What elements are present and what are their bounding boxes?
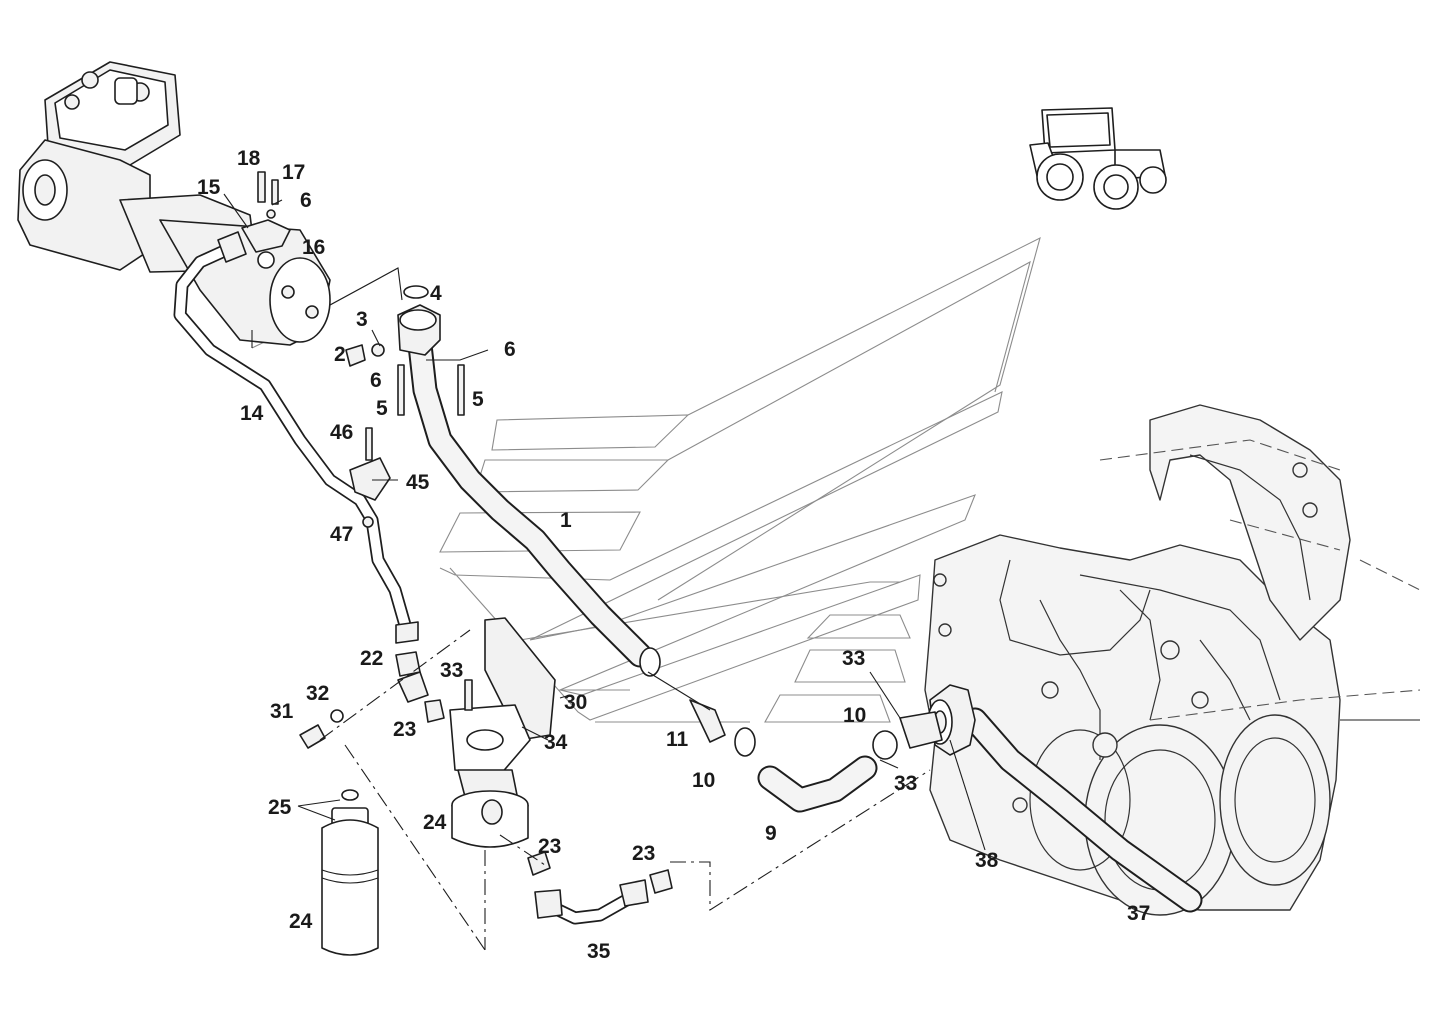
air-compressor-icon <box>17 61 331 346</box>
callout-33: 33 <box>440 659 463 682</box>
leader-lines <box>223 193 986 951</box>
callout-23: 23 <box>538 835 561 858</box>
callout-14: 14 <box>240 402 264 425</box>
pipe-1 <box>345 285 661 677</box>
callout-16: 16 <box>302 236 325 259</box>
callout-4: 4 <box>430 282 442 305</box>
callout-1: 1 <box>560 509 572 532</box>
callout-25: 25 <box>268 796 292 819</box>
callout-9: 9 <box>765 822 777 845</box>
callout-10: 10 <box>843 704 866 727</box>
callout-6: 6 <box>300 189 312 212</box>
callout-33: 33 <box>894 772 917 795</box>
callout-37: 37 <box>1127 902 1150 925</box>
tractor-icon <box>1029 107 1167 210</box>
callout-33: 33 <box>842 647 865 670</box>
callout-24: 24 <box>423 811 447 834</box>
callout-5: 5 <box>472 388 484 411</box>
pipe-35 <box>534 879 649 925</box>
callout-15: 15 <box>197 176 221 199</box>
callout-labels: 1 2 3 4 5 5 6 6 6 9 10 10 11 14 15 16 17… <box>197 147 1150 963</box>
bracket-16 <box>241 171 291 269</box>
callout-2: 2 <box>334 343 346 366</box>
callout-3: 3 <box>356 308 368 331</box>
pipe-14 <box>173 231 419 644</box>
callout-18: 18 <box>237 147 261 170</box>
callout-45: 45 <box>406 471 430 494</box>
callout-46: 46 <box>330 421 353 444</box>
filter-head-24 <box>449 617 556 848</box>
callout-34: 34 <box>544 731 568 754</box>
fittings <box>299 651 673 894</box>
callout-35: 35 <box>587 940 611 963</box>
callout-6: 6 <box>504 338 516 361</box>
callout-38: 38 <box>975 849 999 872</box>
bracket-45 <box>349 427 391 528</box>
callout-30: 30 <box>564 691 587 714</box>
callout-23: 23 <box>632 842 655 865</box>
callout-31: 31 <box>270 700 294 723</box>
hose-9 <box>689 699 943 813</box>
callout-5: 5 <box>376 397 388 420</box>
callout-32: 32 <box>306 682 329 705</box>
filter-24 <box>321 789 379 956</box>
callout-23: 23 <box>393 718 416 741</box>
callout-47: 47 <box>330 523 353 546</box>
callout-17: 17 <box>282 161 305 184</box>
callout-10: 10 <box>692 769 715 792</box>
callout-6: 6 <box>370 369 382 392</box>
engine-housing-icon <box>924 404 1421 916</box>
callout-11: 11 <box>666 728 689 751</box>
callout-24: 24 <box>289 910 313 933</box>
chevron-watermark <box>251 236 1041 723</box>
callout-22: 22 <box>360 647 383 670</box>
